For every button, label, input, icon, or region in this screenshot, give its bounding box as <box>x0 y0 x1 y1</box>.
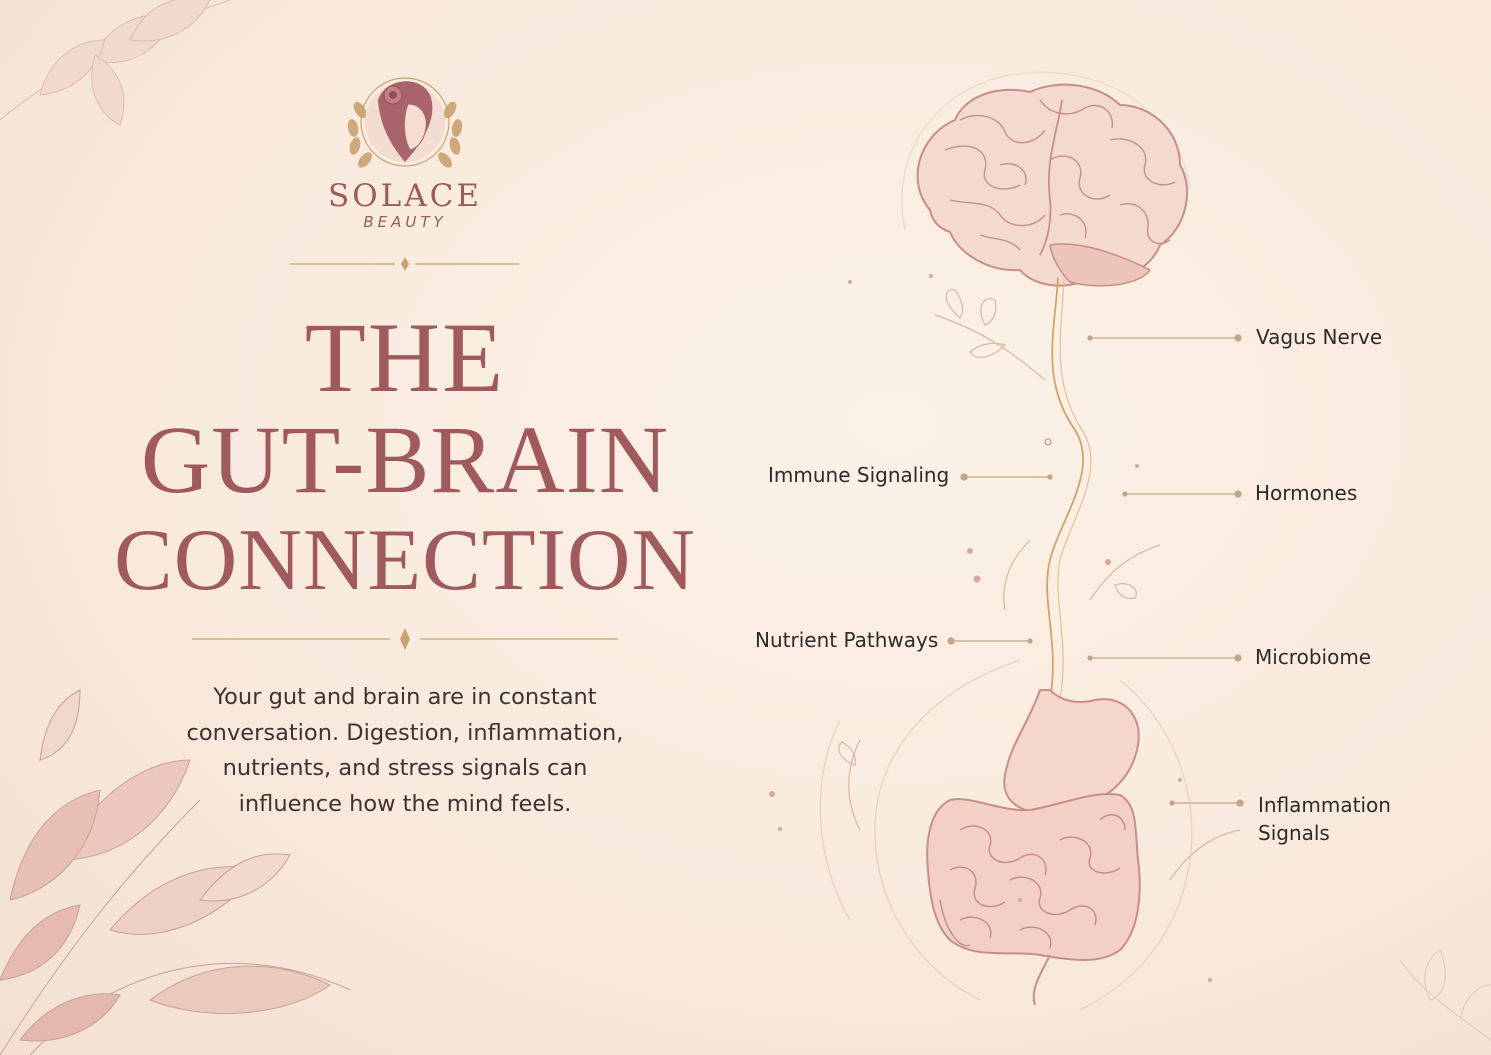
diamond-divider-icon <box>400 628 410 650</box>
logo-woman-profile-icon <box>365 81 445 162</box>
leaf-corner-bottom-right <box>1399 949 1491 1041</box>
leaf-sprig-icon <box>838 289 1241 881</box>
page-title-line-3: CONNECTION <box>114 512 696 609</box>
label-hormones: Hormones <box>1255 481 1358 505</box>
label-inflammation-signals: Inflammation Signals <box>1258 793 1391 845</box>
label-leader-lines <box>947 334 1244 807</box>
label-nutrient-pathways: Nutrient Pathways <box>755 628 939 652</box>
divider-top <box>290 257 519 271</box>
leaf-corner-bottom-left <box>0 689 351 1055</box>
description-text: Your gut and brain are in constant conve… <box>186 684 624 817</box>
energy-swirl <box>819 659 1193 1011</box>
brain-icon <box>916 83 1189 287</box>
digestive-system-icon <box>926 689 1141 1006</box>
page-title-line-2: GUT-BRAIN <box>140 406 670 513</box>
brand-sub: BEAUTY <box>363 213 447 231</box>
leaf-corner-top-left <box>0 0 231 126</box>
label-vagus-nerve: Vagus Nerve <box>1256 325 1383 349</box>
logo-wreath-icon <box>347 101 463 168</box>
vagus-nerve-line <box>1046 277 1092 701</box>
label-microbiome: Microbiome <box>1255 645 1372 669</box>
page-title-line-1: THE <box>304 302 506 413</box>
label-immune-signaling: Immune Signaling <box>768 463 950 487</box>
logo-ring <box>360 77 450 167</box>
brand-name: SOLACE <box>328 178 482 214</box>
divider-bottom <box>192 628 618 650</box>
diamond-divider-icon <box>401 257 409 271</box>
particle-dots <box>769 274 1212 982</box>
